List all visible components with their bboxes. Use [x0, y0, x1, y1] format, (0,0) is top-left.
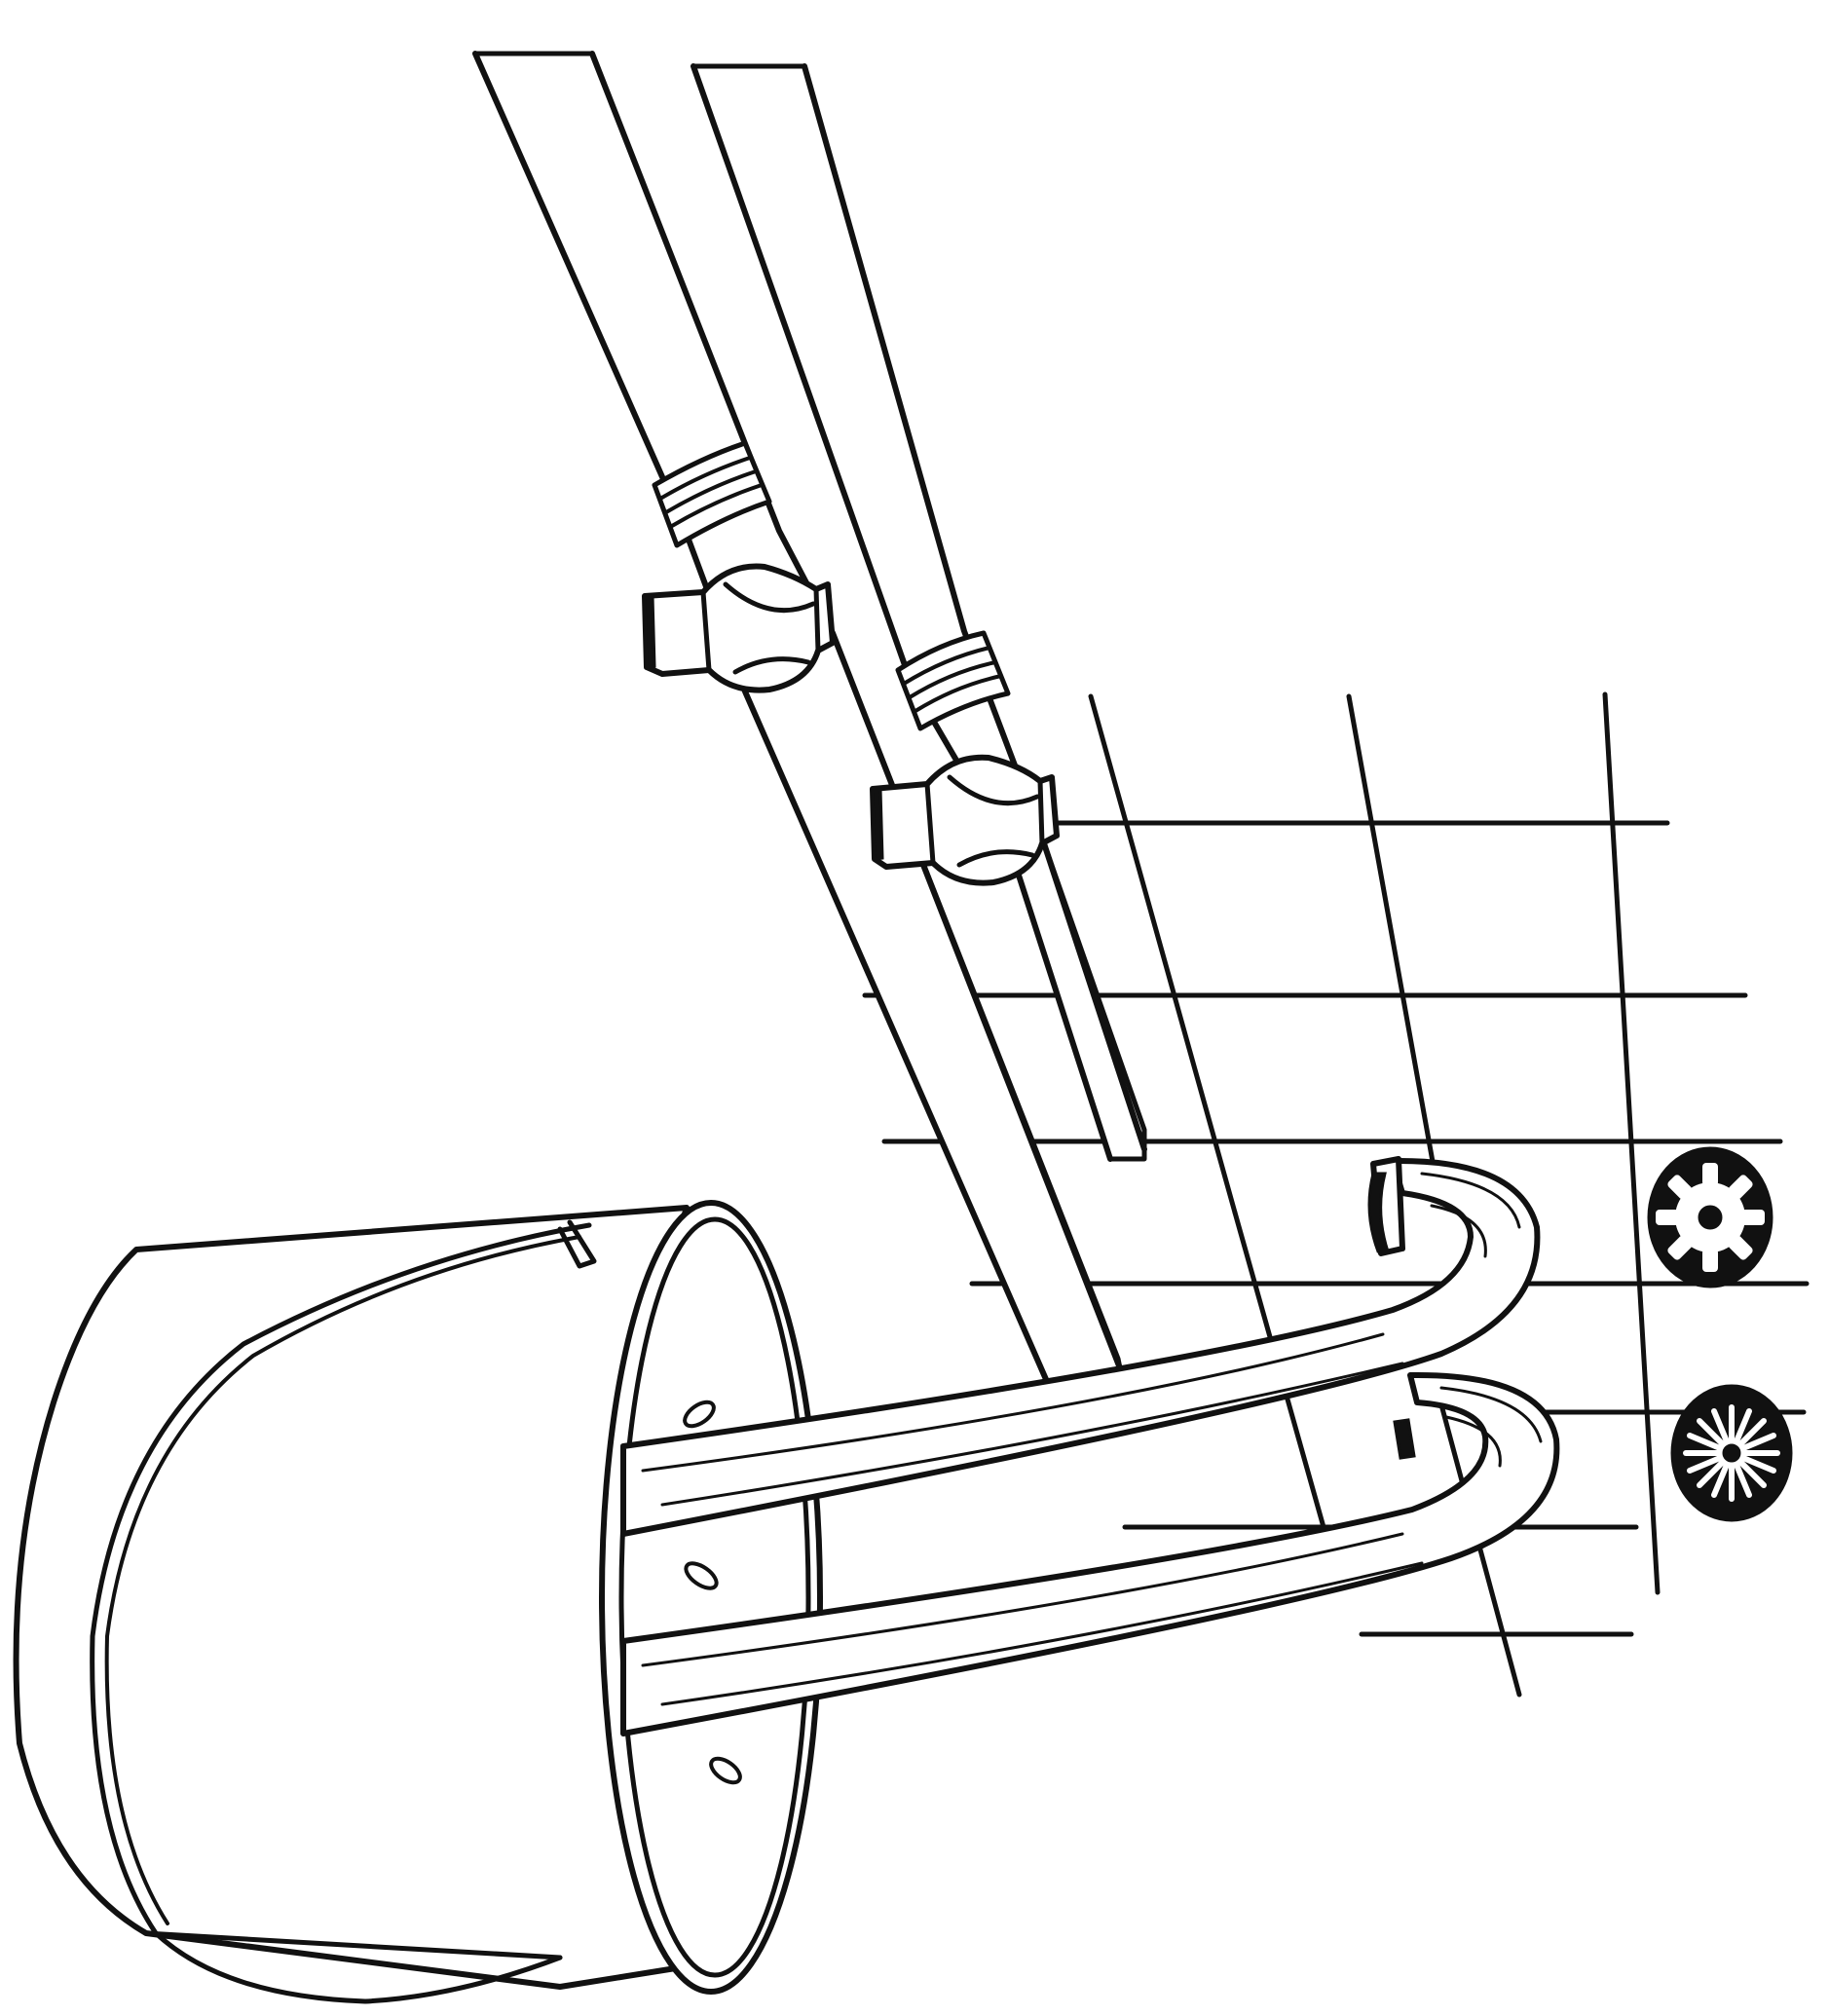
- shutoff-valve-left: [642, 563, 836, 693]
- cold-water-symbol: [1670, 1384, 1793, 1522]
- shutoff-valve-right: [870, 754, 1060, 886]
- hot-water-symbol: [1647, 1146, 1773, 1288]
- grid-line-vertical-2: [1346, 693, 1439, 1186]
- wall-grid-lines: [862, 691, 1810, 1698]
- snowflake-icon: [1670, 1384, 1793, 1522]
- sun-icon: [1647, 1146, 1773, 1288]
- hose-lower: [620, 1371, 1560, 1736]
- grid-line-vertical-1: [1088, 693, 1238, 1215]
- bucket: [13, 1200, 823, 2004]
- hose-upper: [620, 1156, 1541, 1537]
